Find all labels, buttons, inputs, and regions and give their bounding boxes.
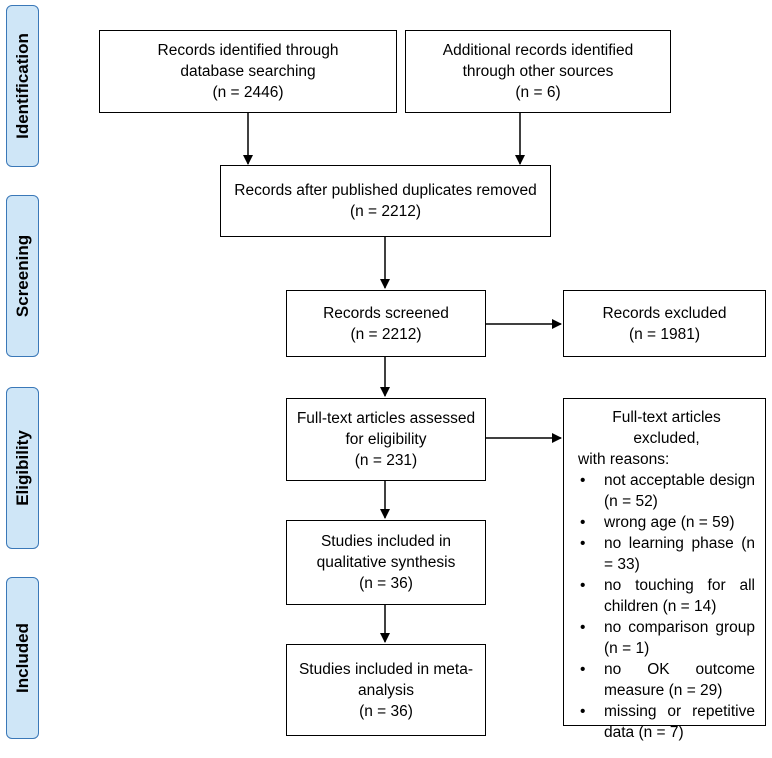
stage-screening: Screening [6,195,39,357]
other-records-line2: through other sources [462,63,614,80]
qualitative-line2: qualitative synthesis [316,554,456,571]
fulltext-excluded-heading2: with reasons: [578,451,670,468]
box-other-records: Additional records identified through ot… [405,30,671,113]
box-qualitative: Studies included in qualitative synthesi… [286,520,486,605]
meta-analysis-line2: analysis [358,681,414,699]
exclusion-reason: no comparison group (n = 1) [578,617,755,659]
fulltext-assessed-count: (n = 231) [354,452,418,469]
box-duplicates-removed: Records after published duplicates remov… [220,165,551,237]
exclusion-reasons-list: not acceptable design (n = 52) wrong age… [578,470,755,743]
box-screened: Records screened (n = 2212) [286,290,486,357]
box-meta-analysis: Studies included in meta- analysis (n = … [286,644,486,736]
box-database-records: Records identified through database sear… [99,30,397,113]
box-fulltext-excluded: Full-text articles excluded, with reason… [563,398,766,741]
box-fulltext-assessed: Full-text articles assessed for eligibil… [286,398,486,481]
qualitative-count: (n = 36) [359,575,413,592]
fulltext-assessed-line2: for eligibility [345,431,427,448]
stage-included: Included [6,577,39,739]
screened-count: (n = 2212) [350,325,422,343]
exclusion-reason: no learning phase (n = 33) [578,533,755,575]
other-records-line1: Additional records identified [442,42,634,59]
duplicates-removed-count: (n = 2212) [349,203,422,220]
qualitative-line1: Studies included in [320,533,452,550]
stage-identification: Identification [6,5,39,167]
database-records-line2: database searching [180,63,316,80]
other-records-count: (n = 6) [515,84,561,101]
database-records-line1: Records identified through [157,42,339,59]
database-records-count: (n = 2446) [212,84,284,101]
fulltext-assessed-line1: Full-text articles assessed [296,410,476,427]
meta-analysis-count: (n = 36) [359,702,413,720]
exclusion-reason: no OK outcome measure (n = 29) [578,659,755,701]
exclusion-reason: wrong age (n = 59) [578,512,755,533]
exclusion-reason: no touching for all children (n = 14) [578,575,755,617]
exclusion-reason: not acceptable design (n = 52) [578,470,755,512]
fulltext-excluded-heading1: Full-text articles excluded, [612,409,721,447]
duplicates-removed-line1: Records after published duplicates remov… [234,182,537,199]
screened-line1: Records screened [323,304,449,322]
exclusion-reason: missing or repetitive data (n = 7) [578,701,755,743]
excluded-line1: Records excluded [602,304,727,322]
stage-eligibility: Eligibility [6,387,39,549]
box-excluded: Records excluded (n = 1981) [563,290,766,357]
meta-analysis-line1: Studies included in meta- [298,660,474,678]
excluded-count: (n = 1981) [628,325,701,343]
